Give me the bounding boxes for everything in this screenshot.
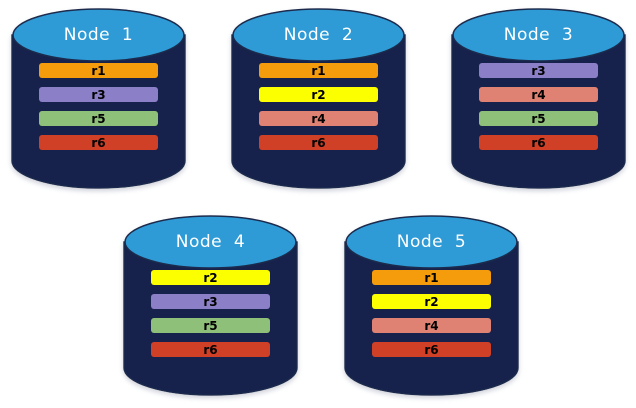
replica-bar-r4[interactable]: r4	[479, 87, 598, 102]
replica-bar-r3[interactable]: r3	[151, 294, 270, 309]
replica-label: r1	[424, 270, 439, 285]
replica-bar-r3[interactable]: r3	[39, 87, 158, 102]
replica-bar-r2[interactable]: r2	[372, 294, 491, 309]
replica-label: r5	[91, 111, 106, 126]
replica-bar-r6[interactable]: r6	[151, 342, 270, 357]
replica-bar-r2[interactable]: r2	[259, 87, 378, 102]
replica-list: r1 r2 r4 r6	[345, 270, 518, 357]
replica-label: r6	[311, 135, 326, 150]
replica-bar-r6[interactable]: r6	[479, 135, 598, 150]
replica-label: r4	[311, 111, 326, 126]
replica-bar-r6[interactable]: r6	[259, 135, 378, 150]
replica-label: r5	[203, 318, 218, 333]
replica-label: r4	[531, 87, 546, 102]
replica-bar-r5[interactable]: r5	[151, 318, 270, 333]
replica-label: r1	[311, 63, 326, 78]
replica-list: r2 r3 r5 r6	[124, 270, 297, 357]
replica-list: r1 r2 r4 r6	[232, 63, 405, 150]
replica-bar-r4[interactable]: r4	[259, 111, 378, 126]
replica-label: r2	[311, 87, 326, 102]
replica-bar-r3[interactable]: r3	[479, 63, 598, 78]
replica-label: r6	[531, 135, 546, 150]
replica-bar-r1[interactable]: r1	[259, 63, 378, 78]
replica-bar-r1[interactable]: r1	[372, 270, 491, 285]
replica-label: r3	[203, 294, 218, 309]
replica-bar-r1[interactable]: r1	[39, 63, 158, 78]
replica-label: r3	[531, 63, 546, 78]
replica-bar-r5[interactable]: r5	[479, 111, 598, 126]
replica-list: r3 r4 r5 r6	[452, 63, 625, 150]
replica-label: r6	[203, 342, 218, 357]
replica-label: r2	[424, 294, 439, 309]
replica-label: r2	[203, 270, 218, 285]
replica-label: r1	[91, 63, 106, 78]
replica-bar-r6[interactable]: r6	[39, 135, 158, 150]
replica-bar-r5[interactable]: r5	[39, 111, 158, 126]
replica-list: r1 r3 r5 r6	[12, 63, 185, 150]
replica-label: r6	[424, 342, 439, 357]
replica-bar-r6[interactable]: r6	[372, 342, 491, 357]
replica-label: r6	[91, 135, 106, 150]
replica-label: r3	[91, 87, 106, 102]
replica-label: r5	[531, 111, 546, 126]
replica-label: r4	[424, 318, 439, 333]
replica-bar-r2[interactable]: r2	[151, 270, 270, 285]
replica-bar-r4[interactable]: r4	[372, 318, 491, 333]
